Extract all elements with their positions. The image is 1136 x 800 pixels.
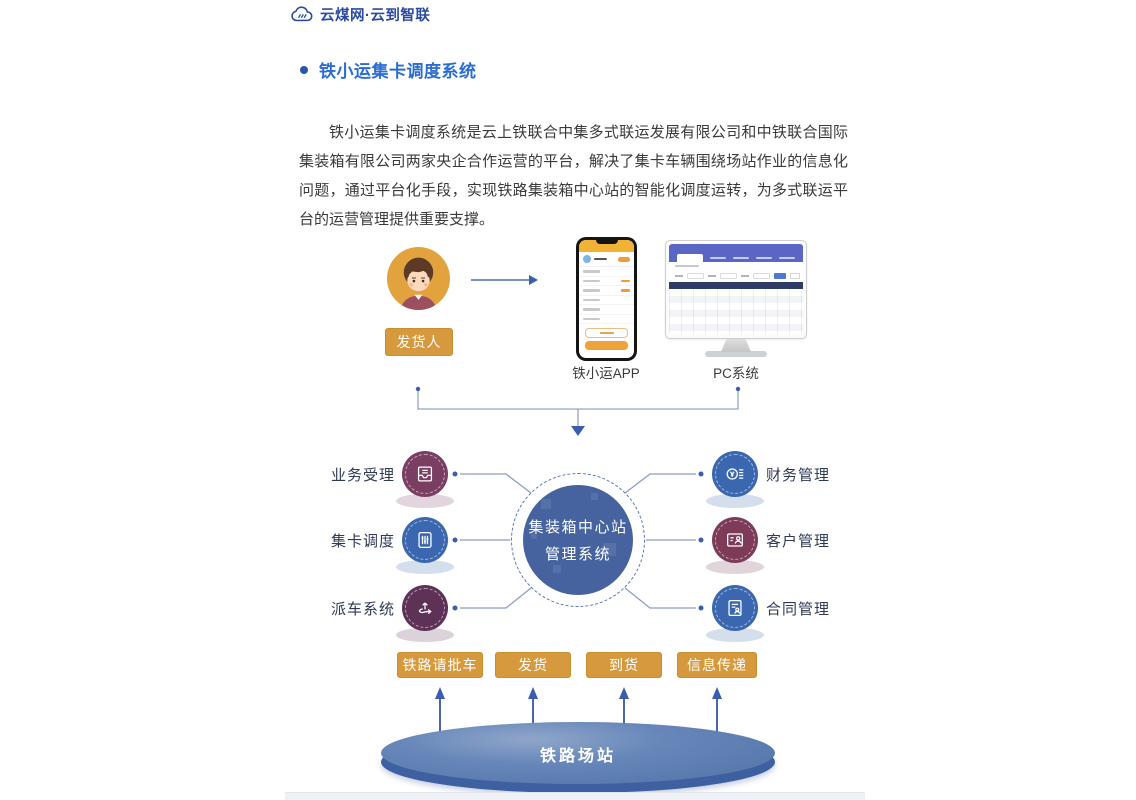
phone-notch (595, 240, 618, 244)
hub-circle: 集装箱中心站 管理系统 (523, 485, 633, 595)
pc-tab (756, 256, 772, 259)
phone-form-row (579, 286, 634, 296)
phone-screen (579, 240, 634, 358)
station-label: 铁路场站 (539, 748, 616, 765)
process-button-ship: 发货 (495, 652, 571, 678)
pc-breadcrumb (669, 262, 803, 270)
railway-station-disk: 铁路场站 (381, 722, 775, 796)
module-label-finance: 财务管理 (766, 467, 831, 484)
pc-table-rows (669, 289, 803, 335)
inbox-icon (417, 466, 433, 482)
module-label-customer: 客户管理 (766, 533, 831, 550)
phone-username (594, 257, 607, 261)
module-shadow (396, 494, 454, 508)
pc-titlebar (669, 244, 803, 251)
phone-form-row (579, 296, 634, 305)
pc-tab (733, 256, 749, 259)
module-circle-truck (402, 585, 448, 631)
phone-action-pill (618, 256, 630, 262)
module-circle-contract (712, 585, 758, 631)
shipper-avatar (387, 247, 450, 310)
section-heading: 铁小运集卡调度系统 (300, 57, 477, 82)
shipper-to-app-arrow (471, 275, 538, 285)
module-shadow (396, 560, 454, 574)
module-label-truck: 派车系统 (330, 601, 395, 618)
page-bottom-strip (285, 792, 865, 800)
pc-search-button (774, 273, 786, 279)
bracket-to-hub (415, 386, 741, 426)
finance-icon (726, 468, 744, 480)
module-circle-business (402, 451, 448, 497)
route-icon (418, 602, 432, 615)
pc-filter-bar (669, 270, 803, 282)
module-shadow (706, 494, 764, 508)
phone-primary-button (585, 341, 628, 350)
shipper-tag: 发货人 (385, 328, 453, 356)
module-label-business: 业务受理 (330, 467, 395, 484)
pc-tab-row (669, 251, 803, 262)
sliders-icon (418, 532, 432, 548)
hub-dashed-ring (511, 473, 645, 607)
pc-table-header (669, 282, 803, 289)
process-button-arrive: 到货 (586, 652, 662, 678)
intro-paragraph: 铁小运集卡调度系统是云上铁联合中集多式联运发展有限公司和中铁联合国际集装箱有限公… (299, 124, 848, 228)
document-page: 云煤网·云到智联 铁小运集卡调度系统 铁小运集卡调度系统是云上铁联合中集多式联运… (285, 0, 865, 800)
pc-active-tab (677, 254, 703, 262)
phone-avatar (583, 255, 591, 263)
app-label: 铁小运APP (572, 366, 640, 381)
module-circle-customer (712, 517, 758, 563)
process-button-info: 信息传递 (677, 652, 757, 678)
phone-status-bar (579, 240, 634, 252)
monitor-bezel (665, 240, 807, 339)
logo-text: 云煤网·云到智联 (320, 8, 431, 24)
module-circle-finance (712, 451, 758, 497)
site-logo: 云煤网·云到智联 (290, 4, 430, 25)
hub-line2: 管理系统 (544, 546, 611, 563)
phone-form-row (579, 277, 634, 286)
pc-tab (779, 256, 795, 259)
phone-profile-card (579, 252, 634, 267)
bullet-icon (300, 65, 308, 74)
hub-line1: 集装箱中心站 (528, 519, 628, 536)
module-label-contract: 合同管理 (766, 601, 831, 618)
customer-card-icon (727, 533, 743, 547)
monitor-screen (669, 244, 803, 335)
down-arrowhead (571, 426, 585, 436)
process-button-request: 铁路请批车 (397, 652, 483, 678)
contract-icon (728, 600, 742, 616)
pc-tab (710, 256, 726, 259)
phone-secondary-button (585, 328, 628, 338)
pc-label: PC系统 (713, 366, 759, 381)
app-phone-mockup (576, 237, 637, 361)
module-shadow (706, 628, 764, 642)
cloud-icon (291, 6, 313, 22)
phone-form-row (579, 315, 634, 324)
module-shadow (706, 560, 764, 574)
phone-form-row (579, 267, 634, 277)
pc-monitor-mockup (665, 240, 807, 357)
phone-form-row (579, 305, 634, 315)
module-circle-dispatch (402, 517, 448, 563)
monitor-base (705, 351, 767, 357)
module-shadow (396, 628, 454, 642)
monitor-stand (721, 339, 751, 352)
disk-surface (381, 722, 775, 784)
pc-reset-button (790, 273, 800, 279)
section-title: 铁小运集卡调度系统 (319, 62, 477, 81)
module-label-dispatch: 集卡调度 (330, 533, 395, 550)
